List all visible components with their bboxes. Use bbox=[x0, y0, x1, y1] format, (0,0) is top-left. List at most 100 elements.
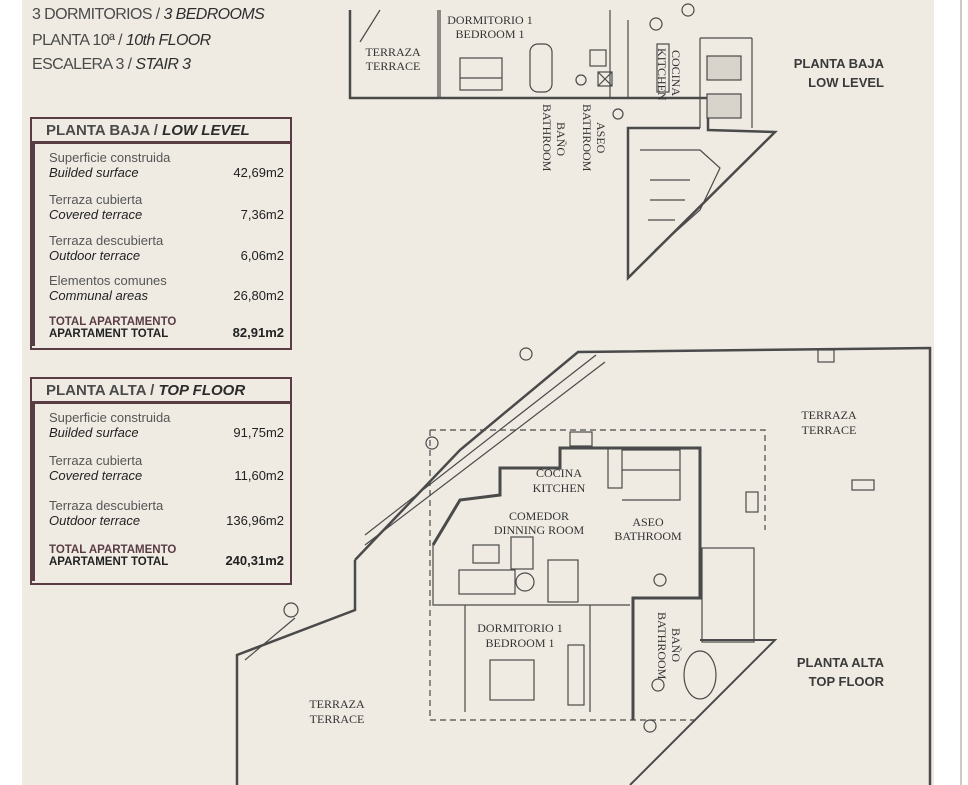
top-vent-icon bbox=[851, 479, 875, 491]
low-bath-label-en: BATHROOM bbox=[540, 104, 554, 172]
top-row-total: TOTAL APARTAMENTO APARTAMENT TOTAL 240,3… bbox=[49, 544, 284, 568]
low-bedroom-label-es: DORMITORIO 1 bbox=[447, 13, 532, 27]
low-level-surface-table: PLANTA BAJA / LOW LEVEL Superficie const… bbox=[30, 117, 292, 350]
top-floor-table-title: PLANTA ALTA / TOP FLOOR bbox=[32, 379, 290, 404]
top-floor-surface-table: PLANTA ALTA / TOP FLOOR Superficie const… bbox=[30, 377, 292, 585]
row-label-es: Terraza descubierta bbox=[49, 233, 164, 248]
header-floor: PLANTA 10ª / 10th FLOOR bbox=[32, 32, 211, 50]
top-bedroom-label-es: DORMITORIO 1 bbox=[477, 621, 562, 635]
low-outer-wall bbox=[348, 10, 778, 282]
bedrooms-es: 3 DORMITORIOS / bbox=[32, 6, 160, 23]
top-kitchen-label-en: KITCHEN bbox=[533, 481, 586, 495]
row-value: 136,96m2 bbox=[226, 513, 284, 528]
low-level-label-es: PLANTA BAJA bbox=[794, 56, 885, 71]
top-terrace-ne-label-es: TERRAZA bbox=[801, 408, 857, 422]
low-toilet-icon bbox=[649, 17, 663, 31]
row-label-es: Terraza descubierta bbox=[49, 498, 164, 513]
top-dining-table-icon bbox=[547, 559, 579, 603]
row-label-en: Communal areas bbox=[49, 288, 148, 303]
page-edge bbox=[960, 0, 962, 785]
low-bath-label-es: BAÑO bbox=[554, 122, 568, 156]
top-kitchen-label-es: COCINA bbox=[536, 466, 582, 480]
top-side-table-icon bbox=[515, 572, 535, 592]
top-title-es: PLANTA ALTA / bbox=[46, 381, 155, 399]
floor-en: 10th FLOOR bbox=[125, 32, 211, 49]
low-shower-icon bbox=[597, 71, 613, 87]
low-toilet-label-en: BATHROOM bbox=[580, 104, 594, 172]
top-shelf-icon bbox=[510, 536, 534, 570]
top-bedroom-walls bbox=[432, 545, 630, 712]
top-covered-terrace-dash bbox=[429, 429, 766, 721]
low-sink-icon bbox=[589, 49, 607, 67]
top-bath-label-en: BATHROOM bbox=[655, 612, 669, 680]
top-bedroom-label-en: BEDROOM 1 bbox=[485, 636, 554, 650]
low-level-label-en: LOW LEVEL bbox=[808, 75, 884, 90]
low-title-es: PLANTA BAJA / bbox=[46, 121, 158, 139]
low-bedroom-label-en: BEDROOM 1 bbox=[455, 27, 524, 41]
low-wc-icon bbox=[575, 74, 587, 86]
low-title-en: LOW LEVEL bbox=[162, 121, 250, 139]
row-label-es: Terraza cubierta bbox=[49, 192, 143, 207]
top-dining-label-es: COMEDOR bbox=[509, 509, 569, 523]
total-label-es: TOTAL APARTAMENTO bbox=[49, 316, 177, 328]
row-label-en: Outdoor terrace bbox=[49, 248, 141, 263]
top-terrace-ne-label-en: TERRACE bbox=[802, 423, 857, 437]
low-row-total: TOTAL APARTAMENTO APARTAMENT TOTAL 82,91… bbox=[49, 316, 284, 340]
low-door-icon bbox=[612, 108, 624, 120]
row-label-en: Builded surface bbox=[49, 425, 139, 440]
header-bedrooms: 3 DORMITORIOS / 3 BEDROOMS bbox=[32, 6, 265, 24]
top-fridge-icon bbox=[607, 447, 623, 489]
row-label-en: Builded surface bbox=[49, 165, 139, 180]
top-bath-label-es: BAÑO bbox=[669, 628, 683, 662]
top-row-outdoor: Terraza descubierta Outdoor terrace 136,… bbox=[49, 498, 284, 528]
top-row-covered: Terraza cubierta Covered terrace 11,60m2 bbox=[49, 453, 284, 483]
top-terrace-sw-label-es: TERRAZA bbox=[309, 697, 365, 711]
top-post-icon bbox=[745, 491, 759, 513]
row-label-en: Covered terrace bbox=[49, 468, 143, 483]
low-interior-walls bbox=[437, 10, 753, 128]
top-compass-icon bbox=[519, 347, 533, 361]
row-value: 91,75m2 bbox=[233, 425, 284, 440]
floor-es: PLANTA 10ª / bbox=[32, 32, 123, 49]
low-level-table-title: PLANTA BAJA / LOW LEVEL bbox=[32, 119, 290, 144]
low-row-communal: Elementos comunes Communal areas 26,80m2 bbox=[49, 273, 284, 303]
stair-es: ESCALERA 3 / bbox=[32, 56, 132, 73]
top-stair-icon bbox=[622, 449, 681, 501]
top-wc2-icon bbox=[643, 719, 657, 733]
top-toilet-label-es: ASEO bbox=[632, 515, 664, 529]
low-terrace-label-es: TERRAZA bbox=[365, 45, 421, 59]
top-toilet-label-en: BATHROOM bbox=[614, 529, 682, 543]
low-toilet-label-es: ASEO bbox=[594, 122, 608, 154]
top-se-wall bbox=[629, 639, 778, 785]
low-stair-icon bbox=[640, 149, 721, 251]
total-label-en: APARTAMENT TOTAL bbox=[49, 328, 169, 340]
row-label-en: Covered terrace bbox=[49, 207, 143, 222]
top-wc-icon bbox=[651, 678, 665, 692]
row-label-es: Elementos comunes bbox=[49, 273, 167, 288]
top-tv-icon bbox=[472, 544, 500, 564]
low-terrace-edge bbox=[359, 9, 381, 43]
row-value: 6,06m2 bbox=[240, 248, 284, 263]
top-drain-icon bbox=[817, 349, 835, 363]
header-stair: ESCALERA 3 / STAIR 3 bbox=[32, 56, 191, 74]
low-kitchen-label-es: COCINA bbox=[669, 50, 683, 96]
top-floor-label-es: PLANTA ALTA bbox=[797, 655, 885, 670]
stair-en: STAIR 3 bbox=[135, 56, 191, 73]
low-row-outdoor: Terraza descubierta Outdoor terrace 6,06… bbox=[49, 233, 284, 263]
row-value: 7,36m2 bbox=[240, 207, 284, 222]
low-row-builded: Superficie construida Builded surface 42… bbox=[49, 150, 284, 180]
top-bathtub-icon bbox=[683, 650, 717, 700]
row-label-es: Superficie construida bbox=[49, 410, 171, 425]
row-value: 42,69m2 bbox=[233, 165, 284, 180]
top-main-walls bbox=[431, 446, 702, 720]
low-shower-cross bbox=[597, 71, 613, 87]
low-terrace-label-en: TERRACE bbox=[366, 59, 421, 73]
top-bed-icon bbox=[489, 659, 535, 701]
top-terrace-sw-label-en: TERRACE bbox=[310, 712, 365, 726]
top-floor-plan bbox=[235, 346, 932, 785]
top-sofa-icon bbox=[458, 569, 516, 595]
top-outer-wall bbox=[235, 346, 932, 785]
total-value: 240,31m2 bbox=[225, 553, 284, 568]
top-wardrobe-icon bbox=[567, 644, 585, 706]
